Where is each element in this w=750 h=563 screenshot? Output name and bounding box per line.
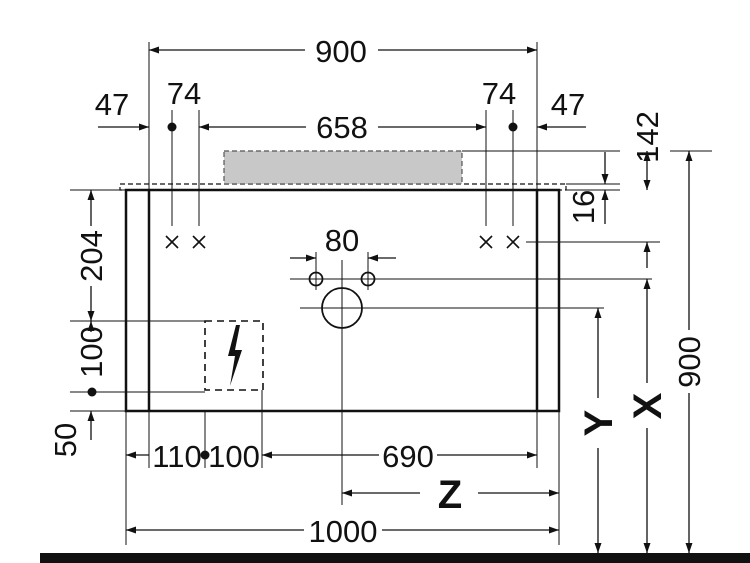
mount-cross-4 bbox=[506, 235, 520, 249]
dim-80: 80 bbox=[325, 223, 359, 258]
dim-204: 204 bbox=[74, 230, 109, 282]
mount-cross-3 bbox=[479, 235, 493, 249]
drain-centerlines bbox=[290, 252, 652, 505]
label-z: Z bbox=[438, 473, 462, 517]
dim-16: 16 bbox=[566, 190, 601, 224]
dim-74-left: 74 bbox=[167, 76, 201, 111]
dim-50: 50 bbox=[48, 423, 83, 457]
dim-900-right: 900 bbox=[672, 336, 707, 388]
floor-line bbox=[40, 553, 750, 563]
dim-658: 658 bbox=[316, 110, 368, 145]
mounting-marks bbox=[165, 235, 520, 249]
label-x: X bbox=[626, 392, 670, 419]
basin bbox=[223, 150, 463, 185]
label-y: Y bbox=[577, 409, 621, 436]
dimension-lines bbox=[87, 46, 693, 553]
dim-100-left: 100 bbox=[74, 326, 109, 378]
dim-1000: 1000 bbox=[309, 514, 378, 549]
mount-cross-1 bbox=[165, 235, 179, 249]
electrical-box bbox=[204, 320, 264, 391]
dim-110: 110 bbox=[152, 439, 201, 474]
dim-142: 142 bbox=[630, 111, 665, 163]
dim-690: 690 bbox=[382, 439, 434, 474]
dim-100-bottom: 100 bbox=[208, 439, 260, 474]
dim-47-left: 47 bbox=[95, 87, 129, 122]
countertop bbox=[119, 183, 567, 191]
dim-74-right: 74 bbox=[482, 76, 516, 111]
dim-900-top: 900 bbox=[315, 34, 367, 69]
dim-47-right: 47 bbox=[551, 87, 585, 122]
lightning-bolt-icon bbox=[228, 325, 242, 386]
mount-cross-2 bbox=[192, 235, 206, 249]
